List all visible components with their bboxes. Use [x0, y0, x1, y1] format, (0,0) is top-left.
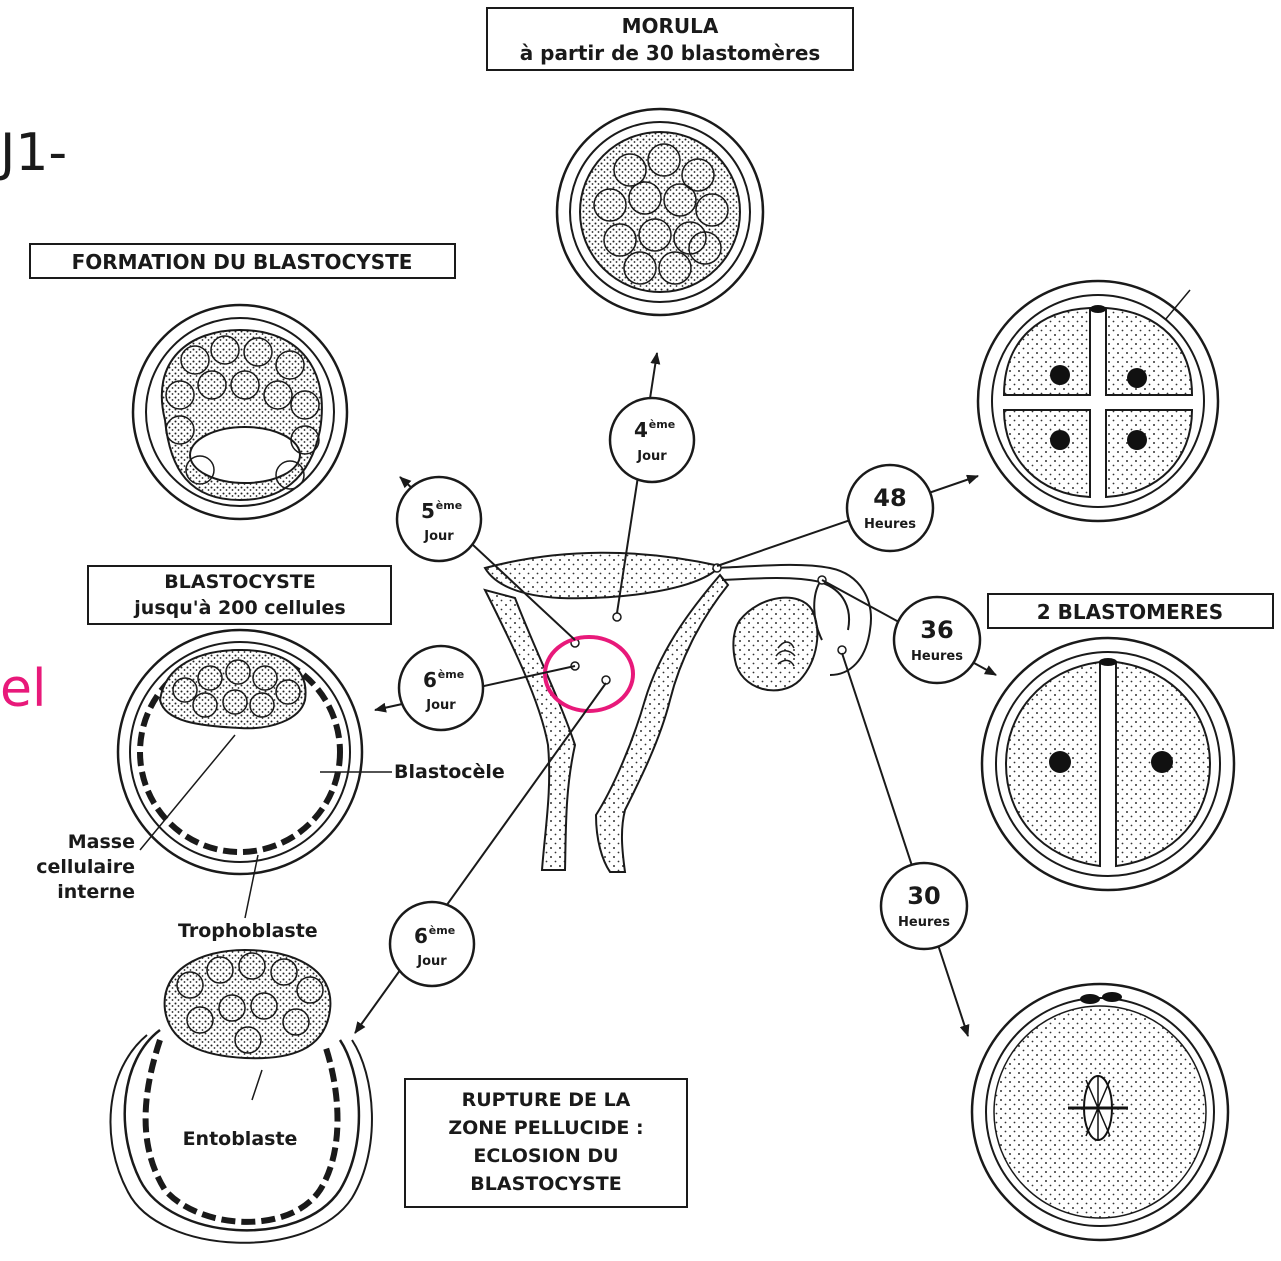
blastocyste-box-line-1: BLASTOCYSTE — [164, 571, 315, 593]
badge-day6b-number: 6 — [414, 924, 428, 948]
badge-30h-unit: Heures — [898, 915, 950, 930]
badge-36h-unit: Heures — [911, 649, 963, 664]
badge-day6b-unit: Jour — [416, 954, 447, 969]
rupture-box: RUPTURE DE LA ZONE PELLUCIDE : ECLOSION … — [405, 1079, 687, 1207]
badge-48h-unit: Heures — [864, 517, 916, 532]
badge-day5-sup: ème — [436, 499, 462, 512]
masse-label-line-3: interne — [57, 881, 135, 903]
entoblaste-label: Entoblaste — [183, 1128, 298, 1150]
badge-day6b-sup: ème — [429, 924, 455, 937]
badge-day6a-number: 6 — [423, 668, 437, 692]
badge-30h-number: 30 — [907, 882, 940, 910]
rupture-line-3: ECLOSION DU — [473, 1145, 618, 1167]
slide-side-fragment: el — [0, 659, 46, 719]
blastocyste-box: BLASTOCYSTE jusqu'à 200 cellules — [88, 566, 391, 624]
masse-label-line-2: cellulaire — [36, 856, 135, 878]
blastocele-label: Blastocèle — [394, 761, 505, 783]
badge-day6-hatching: 6 ème Jour — [390, 902, 474, 986]
badge-48h-number: 48 — [873, 484, 906, 512]
trophoblaste-label: Trophoblaste — [178, 920, 318, 942]
zygote-illustration — [972, 984, 1228, 1240]
blastocyste-box-line-2: jusqu'à 200 cellules — [133, 597, 345, 619]
badge-day5-number: 5 — [421, 499, 435, 523]
badge-day6a-unit: Jour — [425, 698, 456, 713]
morula-illustration — [557, 109, 763, 315]
morula-box-line-2: à partir de 30 blastomères — [520, 41, 821, 65]
badge-36h-number: 36 — [920, 616, 953, 644]
implantation-site-highlight — [545, 637, 633, 711]
badge-day5: 5 ème Jour — [397, 477, 481, 561]
morula-box: MORULA à partir de 30 blastomères — [487, 8, 853, 70]
two-blastomeres-box-line-1: 2 BLASTOMERES — [1037, 600, 1223, 624]
uterus-illustration — [485, 553, 871, 872]
rupture-line-4: BLASTOCYSTE — [470, 1173, 621, 1195]
badge-day4-number: 4 — [634, 418, 648, 442]
badge-30h: 30 Heures — [881, 863, 967, 949]
badge-day6a-sup: ème — [438, 668, 464, 681]
masse-label-line-1: Masse — [68, 831, 135, 853]
badge-day4: 4 ème Jour — [610, 398, 694, 482]
rupture-line-2: ZONE PELLUCIDE : — [448, 1117, 643, 1139]
two-blastomeres-box: 2 BLASTOMERES — [988, 594, 1273, 628]
badge-day4-sup: ème — [649, 418, 675, 431]
formation-illustration — [133, 305, 347, 519]
formation-box: FORMATION DU BLASTOCYSTE — [30, 244, 455, 278]
badge-36h: 36 Heures — [894, 597, 980, 683]
four-cell-illustration — [978, 281, 1218, 521]
slide-heading-fragment: J1- — [0, 123, 67, 183]
badge-day5-unit: Jour — [423, 529, 454, 544]
hatching-blastocyst-illustration — [110, 950, 371, 1243]
blastocyste-illustration — [118, 630, 362, 874]
formation-box-line-1: FORMATION DU BLASTOCYSTE — [72, 250, 413, 274]
badge-day6-blastocyst: 6 ème Jour — [399, 646, 483, 730]
morula-box-line-1: MORULA — [622, 14, 719, 38]
badge-48h: 48 Heures — [847, 465, 933, 551]
two-blastomeres-illustration — [982, 638, 1234, 890]
badge-day4-unit: Jour — [636, 449, 667, 464]
rupture-line-1: RUPTURE DE LA — [462, 1089, 631, 1111]
